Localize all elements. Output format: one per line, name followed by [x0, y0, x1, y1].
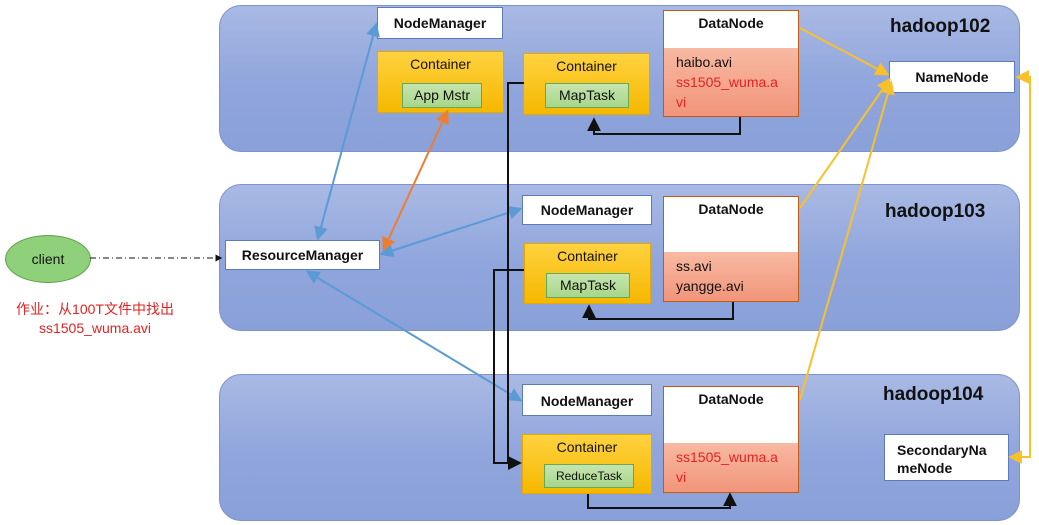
- datanode-label: DataNode: [698, 391, 764, 407]
- arrow-map103-reduce: [493, 269, 524, 470]
- arrow-rm-appmaster: [382, 109, 449, 252]
- container-appmaster: Container App Mstr: [377, 51, 504, 113]
- arrow-snn-nn: [1008, 70, 1031, 464]
- file-item: ss.avi: [676, 258, 712, 274]
- nodemanager-hadoop104: NodeManager: [522, 384, 652, 416]
- container-label: Container: [556, 439, 618, 455]
- task-reducetask: ReduceTask: [544, 464, 634, 488]
- arrow-dn104-nn: [799, 80, 895, 401]
- datanode-hadoop103: DataNode ss.avi yangge.avi: [663, 196, 799, 302]
- arrow-dn102-maptask: [587, 117, 741, 135]
- nodemanager-hadoop103: NodeManager: [522, 195, 652, 225]
- container-maptask-hadoop103: Container MapTask: [524, 243, 651, 304]
- homework-line2: ss1505_wuma.avi: [38, 320, 152, 336]
- datanode-files: haibo.avi ss1505_wuma.a vi: [664, 48, 798, 116]
- container-label: Container: [410, 56, 471, 72]
- datanode-hadoop104: DataNode ss1505_wuma.a vi: [663, 386, 799, 493]
- arrow-reducetask-dn104: [587, 492, 737, 509]
- nodemanager-hadoop102: NodeManager: [377, 7, 503, 39]
- datanode-files: ss.avi yangge.avi: [664, 252, 798, 301]
- homework-note: 作业：从100T文件中找出 ss1505_wuma.avi: [0, 300, 190, 338]
- file-item: vi: [676, 94, 687, 110]
- nodemanager-label: NodeManager: [540, 393, 634, 409]
- container-label: Container: [556, 58, 617, 74]
- arrow-dn102-nn: [799, 27, 890, 76]
- file-item: ss1505_wuma.a: [676, 74, 778, 90]
- datanode-files: ss1505_wuma.a vi: [664, 443, 798, 492]
- namenode: NameNode: [889, 61, 1015, 93]
- resourcemanager-label: ResourceManager: [241, 247, 364, 263]
- file-item: vi: [676, 469, 687, 485]
- container-label: Container: [557, 248, 618, 264]
- host-title-hadoop102: hadoop102: [890, 16, 991, 37]
- secondary-namenode-label: SecondaryNa meNode: [885, 441, 1008, 477]
- arrow-map102-reduce: [507, 82, 524, 470]
- container-maptask-hadoop102: Container MapTask: [523, 53, 650, 115]
- file-item: haibo.avi: [676, 54, 733, 70]
- task-maptask-hadoop102: MapTask: [545, 83, 629, 108]
- arrow-dn103-nn: [799, 77, 891, 209]
- nodemanager-label: NodeManager: [393, 15, 487, 31]
- host-title-hadoop104: hadoop104: [883, 384, 984, 405]
- client-label: client: [31, 251, 65, 267]
- homework-line1: 作业：从100T文件中找出: [16, 301, 174, 317]
- file-item: yangge.avi: [676, 278, 744, 294]
- secondary-namenode-line1: SecondaryNa: [897, 442, 987, 458]
- resourcemanager: ResourceManager: [225, 240, 380, 270]
- nodemanager-label: NodeManager: [540, 202, 634, 218]
- secondary-namenode: SecondaryNa meNode: [884, 434, 1009, 481]
- task-maptask-hadoop103: MapTask: [546, 273, 630, 298]
- datanode-label: DataNode: [698, 201, 764, 217]
- client-node: client: [5, 235, 91, 283]
- arrow-rm-nm103: [379, 205, 523, 258]
- namenode-label: NameNode: [915, 69, 989, 85]
- datanode-hadoop102: DataNode haibo.avi ss1505_wuma.a vi: [663, 10, 799, 117]
- container-reducetask: Container ReduceTask: [522, 434, 652, 494]
- secondary-namenode-line2: meNode: [897, 460, 953, 476]
- task-app-master: App Mstr: [402, 83, 482, 108]
- arrow-rm-nm102: [314, 22, 380, 241]
- file-item: ss1505_wuma.a: [676, 449, 778, 465]
- arrow-dn103-maptask: [582, 302, 734, 320]
- host-title-hadoop103: hadoop103: [885, 201, 986, 222]
- arrow-rm-nm104: [305, 270, 523, 402]
- datanode-label: DataNode: [698, 15, 764, 31]
